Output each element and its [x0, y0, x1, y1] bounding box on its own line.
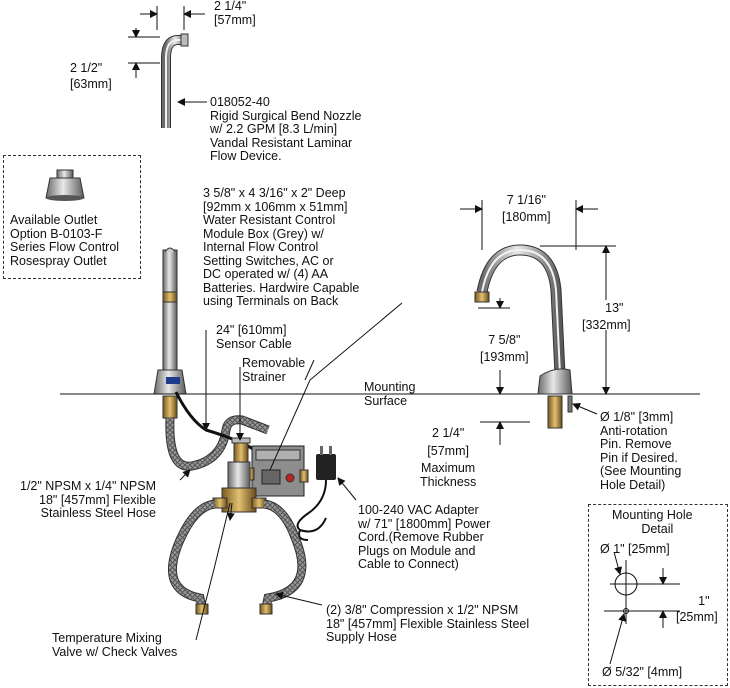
adapter-line-1: 100-240 VAC Adapter [358, 503, 479, 517]
adapter-line-3: Cord.(Remove Rubber [358, 530, 484, 544]
spout-height-mm: [193mm] [480, 349, 529, 364]
pin-dim: Ø 1/8" [3mm] [600, 410, 674, 424]
nozzle-height-in: 2 1/2" [70, 61, 103, 75]
spout-height-in: 7 5/8" [488, 333, 521, 347]
hole-offset-mm: [25mm] [676, 609, 718, 624]
module-line-2: [92mm x 106mm x 51mm] [203, 199, 348, 214]
pin-line-2: Pin. Remove [600, 437, 672, 451]
mixing-valve-callout: Temperature Mixing Valve w/ Check Valves [52, 631, 178, 659]
module-line-7: DC operated w/ (4) AA [203, 267, 329, 281]
nozzle-width-dim: 2 1/4" [57mm] [214, 0, 256, 27]
outlet-option-text: Available Outlet Option B-0103-F Series … [10, 213, 120, 268]
mixing-valve-line-1: Temperature Mixing [52, 631, 162, 645]
hole-diameter-label: Ø 1" [25mm] [600, 542, 670, 556]
module-line-6: Setting Switches, AC or [203, 253, 334, 268]
nozzle-desc-1: Rigid Surgical Bend Nozzle [210, 108, 362, 123]
flex-hose-line-3: Stainless Steel Hose [40, 506, 156, 520]
height-in: 13" [605, 301, 624, 315]
faucet-spout-drawing [153, 247, 187, 419]
supply-hose-line-2: 18" [457mm] Flexible Stainless Steel [326, 616, 530, 631]
reach-dim: 7 1/16" [180mm] [502, 193, 551, 224]
sensor-cable-callout: 24" [610mm] Sensor Cable [216, 323, 292, 351]
outlet-line-1: Available Outlet [10, 213, 98, 227]
supply-hose-callout: (2) 3/8" Compression x 1/2" NPSM 18" [45… [326, 603, 530, 645]
thickness-in: 2 1/4" [432, 426, 465, 440]
supply-hose-line-3: Supply Hose [326, 630, 397, 644]
thickness-label-1: Maximum [421, 461, 476, 475]
mounting-hole-title-1: Mounting Hole [612, 508, 693, 522]
anti-rotation-pin-callout: Ø 1/8" [3mm] Anti-rotation Pin. Remove P… [600, 410, 682, 492]
adapter-line-4: Plugs on Module and [358, 543, 476, 558]
nozzle-callout: 018052-40 Rigid Surgical Bend Nozzle w/ … [210, 95, 362, 164]
thickness-mm: [57mm] [427, 443, 469, 458]
mounting-hole-title-2: Detail [641, 521, 674, 536]
module-line-3: Water Resistant Control [203, 213, 336, 227]
strainer-line-1: Removable [242, 356, 306, 370]
supply-hose-line-1: (2) 3/8" Compression x 1/2" NPSM [326, 603, 519, 617]
flex-hose-callout: 1/2" NPSM x 1/4" NPSM 18" [457mm] Flexib… [20, 479, 156, 521]
mounting-surface-line-2: Surface [364, 393, 408, 408]
thickness-label-2: Thickness [420, 474, 477, 489]
outlet-line-2: Option B-0103-F [10, 226, 103, 241]
module-line-1: 3 5/8" x 4 3/16" x 2" Deep [203, 186, 346, 200]
adapter-line-2: w/ 71" [1800mm] Power [358, 516, 491, 531]
sensor-cable-length: 24" [610mm] [216, 323, 287, 337]
mounting-hole-detail-box [588, 504, 728, 686]
pin-diameter-label: Ø 5/32" [4mm] [602, 665, 683, 679]
strainer-callout: Removable Strainer [242, 356, 306, 384]
reach-in: 7 1/16" [506, 193, 546, 207]
module-line-9: using Terminals on Back [203, 294, 339, 308]
supply-hoses-drawing [168, 499, 307, 615]
strainer-drawing [231, 437, 251, 463]
sensor-cable-label: Sensor Cable [216, 336, 292, 351]
mounting-surface-line-1: Mounting [364, 380, 416, 394]
nozzle-width-mm: [57mm] [214, 12, 256, 27]
adapter-line-5: Cable to Connect) [358, 557, 459, 571]
strainer-line-2: Strainer [242, 369, 286, 384]
side-view-dimension-lines [460, 200, 616, 445]
mounting-hole-drawing [604, 551, 680, 665]
nozzle-desc-4: Flow Device. [210, 149, 282, 163]
hole-offset-dim: 1" [25mm] [676, 594, 718, 624]
nozzle-height-dim: 2 1/2" [63mm] [70, 61, 112, 91]
flex-hose-line-1: 1/2" NPSM x 1/4" NPSM [20, 479, 156, 493]
control-module-drawing [245, 445, 309, 497]
nozzle-part-number: 018052-40 [210, 95, 270, 109]
reach-mm: [180mm] [502, 209, 551, 224]
nozzle-height-mm: [63mm] [70, 76, 112, 91]
outlet-line-4: Rosespray Outlet [10, 253, 107, 268]
outlet-option-box [3, 155, 141, 279]
surgical-bend-nozzle-drawing [161, 33, 189, 128]
rosespray-outlet-drawing [45, 169, 85, 201]
side-view-faucet-drawing [474, 244, 573, 429]
nozzle-desc-2: w/ 2.2 GPM [8.3 L/min] [210, 122, 338, 136]
flex-hose-line-2: 18" [457mm] Flexible [39, 492, 156, 507]
module-line-8: Batteries. Hardwire Capable [203, 280, 360, 295]
nozzle-dimension-lines [128, 6, 207, 106]
assembly-leader-lines [179, 302, 403, 641]
module-line-5: Internal Flow Control [203, 240, 319, 254]
pin-line-3: Pin if Desired. [600, 450, 678, 465]
outlet-line-3: Series Flow Control [10, 240, 120, 254]
hole-offset-in: 1" [698, 594, 710, 608]
pin-line-5: Hole Detail) [600, 477, 666, 492]
max-thickness-dim: 2 1/4" [57mm] Maximum Thickness [420, 426, 477, 489]
adapter-callout: 100-240 VAC Adapter w/ 71" [1800mm] Powe… [358, 503, 491, 572]
module-line-4: Module Box (Grey) w/ [203, 226, 324, 241]
pin-line-4: (See Mounting [600, 464, 682, 478]
mounting-surface-label: Mounting Surface [364, 380, 416, 408]
nozzle-width-in: 2 1/4" [214, 0, 247, 13]
mixing-valve-line-2: Valve w/ Check Valves [52, 644, 178, 659]
mounting-hole-title: Mounting Hole Detail [612, 508, 693, 536]
height-dim: 13" [332mm] [582, 301, 631, 332]
pin-line-1: Anti-rotation [600, 423, 668, 438]
height-mm: [332mm] [582, 317, 631, 332]
spout-height-dim: 7 5/8" [193mm] [480, 333, 529, 364]
nozzle-desc-3: Vandal Resistant Laminar [210, 135, 353, 150]
control-module-callout: 3 5/8" x 4 3/16" x 2" Deep [92mm x 106mm… [203, 186, 360, 309]
ac-adapter-drawing [296, 446, 336, 541]
